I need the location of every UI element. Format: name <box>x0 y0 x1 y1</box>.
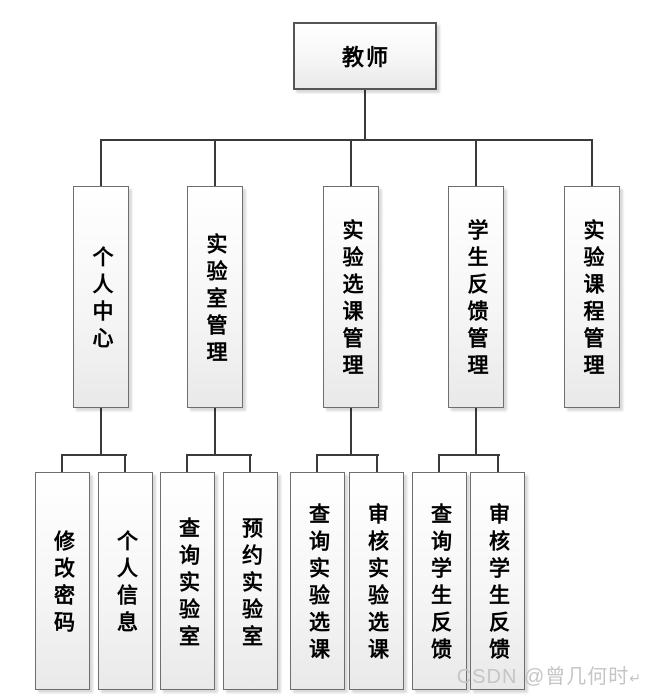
node-lab-management-label: 实验室管理 <box>204 232 227 368</box>
connector-line <box>438 454 500 456</box>
node-student-feedback-management: 学生反馈管理 <box>448 186 504 408</box>
node-query-lab-label: 查询实验室 <box>176 516 200 652</box>
node-query-lab: 查询实验室 <box>160 472 215 690</box>
csdn-watermark: CSDN @曾几何时↵ <box>457 660 642 689</box>
node-review-experiment-selection: 审核实验选课 <box>349 472 404 690</box>
node-experiment-course-selection-management: 实验选课管理 <box>323 186 379 408</box>
connector-line <box>249 456 251 472</box>
connector-line <box>350 408 352 456</box>
node-experiment-course-management-label: 实验课程管理 <box>581 219 604 381</box>
node-change-password: 修改密码 <box>35 472 90 690</box>
node-teacher: 教师 <box>293 22 437 90</box>
connector-line <box>214 408 216 456</box>
connector-line <box>124 456 126 472</box>
node-review-student-feedback: 审核学生反馈 <box>470 472 525 690</box>
connector-line <box>475 141 477 186</box>
node-personal-info: 个人信息 <box>98 472 153 690</box>
connector-line <box>364 90 366 141</box>
node-experiment-course-management: 实验课程管理 <box>564 186 620 408</box>
connector-line <box>61 454 127 456</box>
connector-line <box>438 456 440 472</box>
connector-line <box>475 408 477 456</box>
node-student-feedback-management-label: 学生反馈管理 <box>465 219 488 381</box>
connector-line <box>100 408 102 456</box>
node-change-password-label: 修改密码 <box>51 530 75 638</box>
node-personal-center: 个人中心 <box>73 186 129 408</box>
csdn-watermark-suffix: ↵ <box>629 670 642 686</box>
node-experiment-course-selection-management-label: 实验选课管理 <box>340 219 363 381</box>
node-query-student-feedback: 查询学生反馈 <box>412 472 467 690</box>
connector-line <box>591 141 593 186</box>
node-personal-center-label: 个人中心 <box>90 246 113 354</box>
connector-line <box>186 456 188 472</box>
connector-line <box>316 456 318 472</box>
node-review-student-feedback-label: 审核学生反馈 <box>486 503 510 665</box>
connector-line <box>100 139 593 141</box>
connector-line <box>497 456 499 472</box>
connector-line <box>376 456 378 472</box>
connector-line <box>186 454 252 456</box>
node-personal-info-label: 个人信息 <box>114 530 138 638</box>
node-query-experiment-selection: 查询实验选课 <box>290 472 345 690</box>
node-reserve-lab-label: 预约实验室 <box>239 516 263 652</box>
connector-line <box>214 141 216 186</box>
csdn-watermark-text: CSDN @曾几何时 <box>456 666 630 688</box>
connector-line <box>100 141 102 186</box>
node-teacher-label: 教师 <box>341 45 390 70</box>
connector-line <box>316 454 379 456</box>
node-query-student-feedback-label: 查询学生反馈 <box>428 503 452 665</box>
node-review-experiment-selection-label: 审核实验选课 <box>365 503 389 665</box>
connector-line <box>61 456 63 472</box>
node-query-experiment-selection-label: 查询实验选课 <box>306 503 330 665</box>
connector-line <box>350 141 352 186</box>
node-reserve-lab: 预约实验室 <box>223 472 278 690</box>
node-lab-management: 实验室管理 <box>187 186 243 408</box>
